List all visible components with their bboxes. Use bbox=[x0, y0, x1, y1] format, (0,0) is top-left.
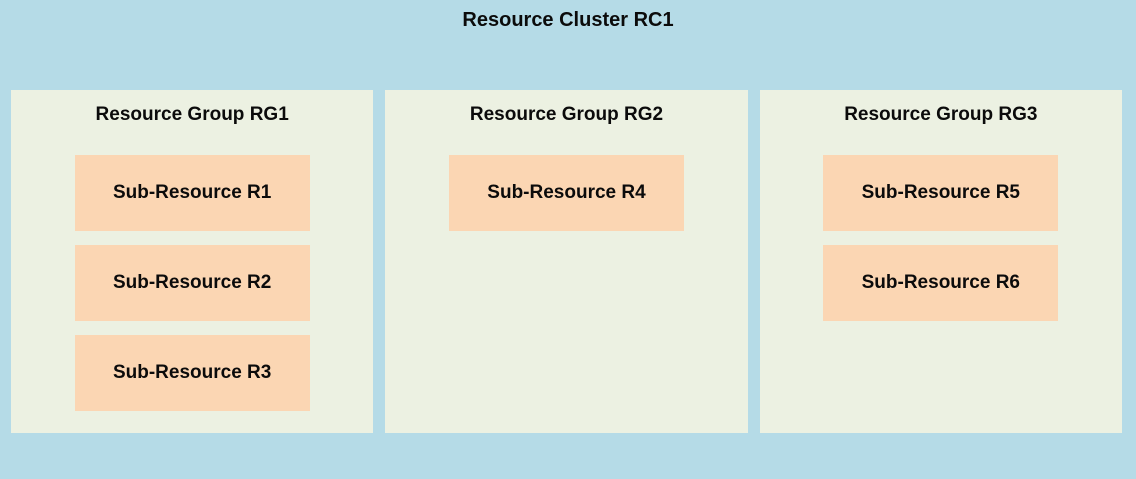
sub-resource-box: Sub-Resource R4 bbox=[448, 155, 684, 231]
sub-resource-box: Sub-Resource R6 bbox=[823, 245, 1059, 321]
group-title: Resource Group RG1 bbox=[95, 104, 289, 125]
sub-resource-box: Sub-Resource R5 bbox=[823, 155, 1059, 231]
sub-resource-box: Sub-Resource R3 bbox=[74, 335, 310, 411]
sub-resource-box: Sub-Resource R2 bbox=[74, 245, 310, 321]
group-title: Resource Group RG2 bbox=[469, 104, 664, 125]
group-title: Resource Group RG3 bbox=[844, 104, 1038, 125]
sub-resource-box: Sub-Resource R1 bbox=[74, 155, 310, 231]
cluster-title: Resource Cluster RC1 bbox=[462, 9, 674, 31]
